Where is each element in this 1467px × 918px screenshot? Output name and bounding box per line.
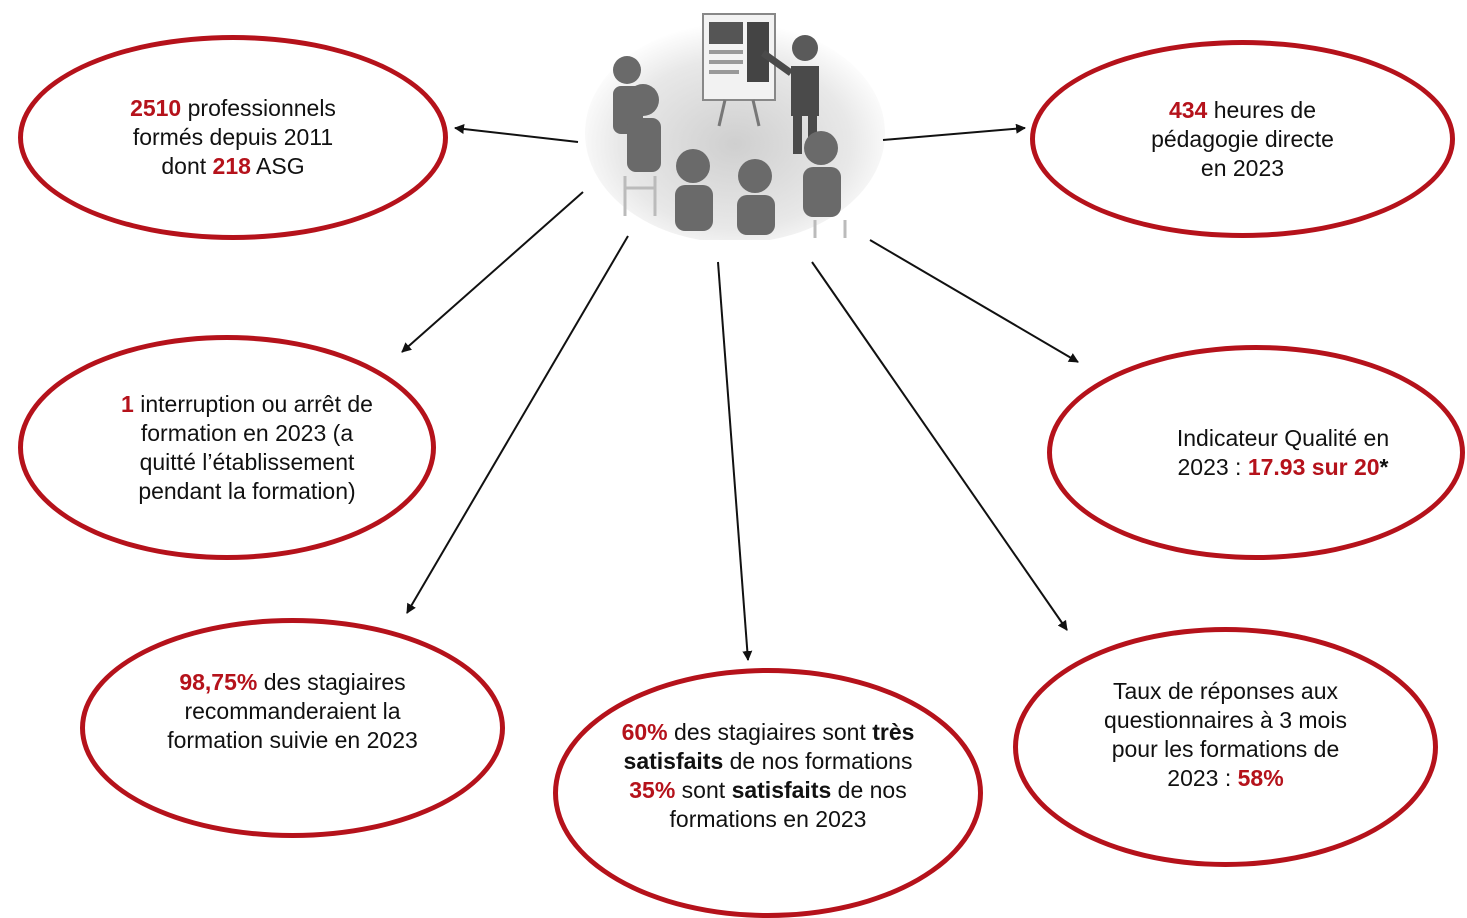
arrow-to-reponses: [811, 261, 1068, 631]
recommandation-ellipse: 98,75% des stagiaires recommanderaient l…: [80, 618, 505, 838]
interruption-ellipse: 1 interruption ou arrêt de formation en …: [18, 335, 436, 560]
training-classroom-icon: [585, 13, 885, 240]
arrow-to-heures: [882, 123, 1026, 141]
reponses-text: Taux de réponses aux questionnaires à 3 …: [1104, 678, 1347, 791]
heures-ellipse: 434 heures de pédagogie directe en 2023: [1030, 40, 1455, 238]
arrow-to-recommandation: [406, 235, 629, 614]
tres-satisfaits-rate: 60%: [621, 719, 668, 745]
interruption-text: 1 interruption ou arrêt de formation en …: [121, 390, 373, 504]
qualite-score: 17.93 sur 20: [1247, 453, 1380, 480]
arrow-to-satisfaction: [717, 261, 753, 661]
arrow-to-interruption: [401, 191, 584, 353]
qualite-ellipse: Indicateur Qualité en 2023 : 17.93 sur 2…: [1047, 345, 1465, 560]
heures-text: 434 heures de pédagogie directe en 2023: [1151, 96, 1334, 181]
reponses-ellipse: Taux de réponses aux questionnaires à 3 …: [1013, 627, 1438, 867]
arrow-to-qualite: [869, 239, 1079, 363]
recommandation-text: 98,75% des stagiaires recommanderaient l…: [167, 668, 418, 753]
asg-count: 218: [212, 153, 251, 179]
arrow-to-formes: [454, 124, 579, 143]
satisfaction-ellipse: 60% des stagiaires sont très satisfaits …: [553, 668, 983, 918]
qualite-text: Indicateur Qualité en 2023 : 17.93 sur 2…: [1176, 424, 1390, 480]
formes-count: 2510: [130, 95, 182, 121]
reponses-rate: 58%: [1237, 765, 1284, 791]
heures-count: 434: [1168, 96, 1208, 123]
interruption-count: 1: [121, 390, 134, 417]
formes-ellipse: 2510 professionnels formés depuis 2011 d…: [18, 35, 448, 240]
recommandation-rate: 98,75%: [179, 668, 258, 695]
satisfaction-text: 60% des stagiaires sont très satisfaits …: [621, 719, 915, 832]
satisfaits-rate: 35%: [629, 777, 676, 803]
formes-text: 2510 professionnels formés depuis 2011 d…: [130, 95, 336, 179]
